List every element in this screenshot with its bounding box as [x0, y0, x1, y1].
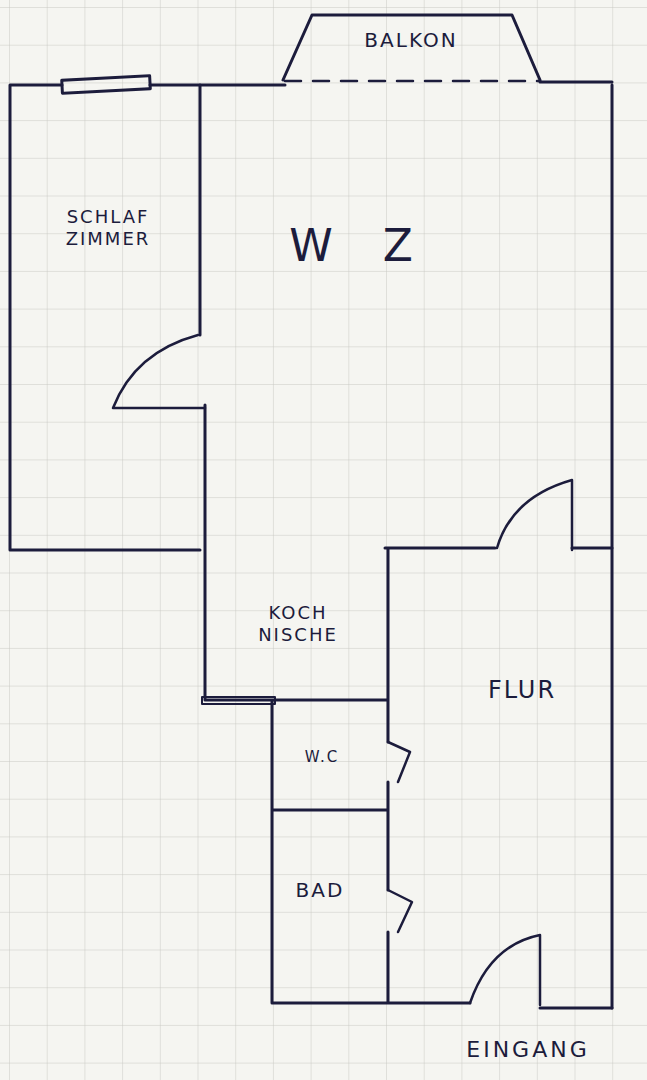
- room-name: BAD: [296, 878, 345, 903]
- room-name: BALKON: [364, 28, 457, 53]
- door-wc: [388, 742, 410, 782]
- balcony-outline: [283, 15, 540, 80]
- room: BALKON: [364, 28, 457, 53]
- room: W.C: [305, 748, 339, 767]
- room-name: KOCH NISCHE: [238, 602, 358, 647]
- door-bedroom: [113, 335, 205, 408]
- room: SCHLAF ZIMMER: [43, 206, 173, 251]
- outer-wall: [10, 82, 612, 1008]
- window: [62, 76, 151, 94]
- door-bath: [388, 890, 412, 932]
- room-name: W Z: [289, 218, 431, 273]
- room: BAD: [296, 878, 345, 903]
- door-entrance: [470, 935, 540, 1005]
- interior-wall: [200, 85, 612, 1008]
- room: KOCH NISCHE: [238, 602, 358, 647]
- room-name: FLUR: [488, 675, 556, 705]
- door-living: [497, 480, 572, 550]
- entrance-label: EINGANG: [466, 1037, 589, 1063]
- balcony-opening: [285, 80, 540, 83]
- room-name: W.C: [305, 748, 339, 767]
- room-name: SCHLAF ZIMMER: [43, 206, 173, 251]
- room: FLUR: [488, 675, 556, 705]
- window: [202, 697, 275, 704]
- room: W Z: [289, 218, 431, 273]
